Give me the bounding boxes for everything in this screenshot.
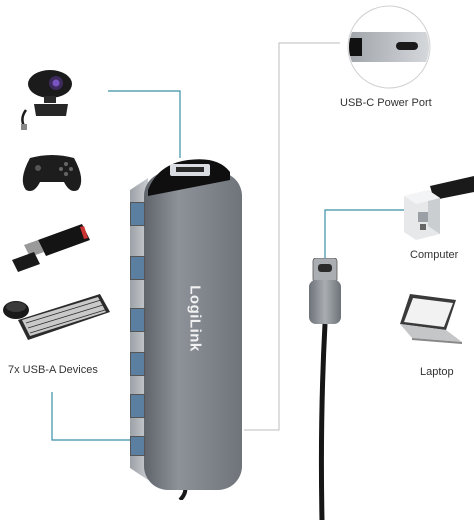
usb-stick-icon <box>12 224 90 272</box>
usb-c-port-label: USB-C Power Port <box>340 97 432 109</box>
hub-brand-logo: LogiLink <box>186 285 204 352</box>
line-devices-to-hub <box>51 392 130 441</box>
usb-a-port <box>130 352 145 376</box>
usb-a-port <box>130 256 145 280</box>
webcam-icon <box>21 70 72 130</box>
usb-a-ports <box>130 202 145 456</box>
gamepad-icon <box>22 155 82 191</box>
line-cable-to-computer <box>324 209 404 260</box>
usb-a-port <box>130 308 145 332</box>
usb-a-port <box>130 202 145 226</box>
usb-a-port <box>130 394 145 418</box>
line-hub-to-usbc-port <box>244 42 340 431</box>
usb-a-port <box>130 436 145 456</box>
laptop-icon <box>400 294 462 344</box>
computer-label: Computer <box>410 249 459 261</box>
usb-c-plug-icon <box>309 258 341 520</box>
laptop-label: Laptop <box>420 366 454 378</box>
computer-icon <box>404 176 474 240</box>
keyboard-mouse-icon <box>3 294 110 340</box>
usb-hub <box>130 159 242 500</box>
usb-c-port-icon <box>347 5 431 89</box>
usb-a-devices-label: 7x USB-A Devices <box>8 364 98 376</box>
line-webcam-to-hub <box>108 90 181 158</box>
